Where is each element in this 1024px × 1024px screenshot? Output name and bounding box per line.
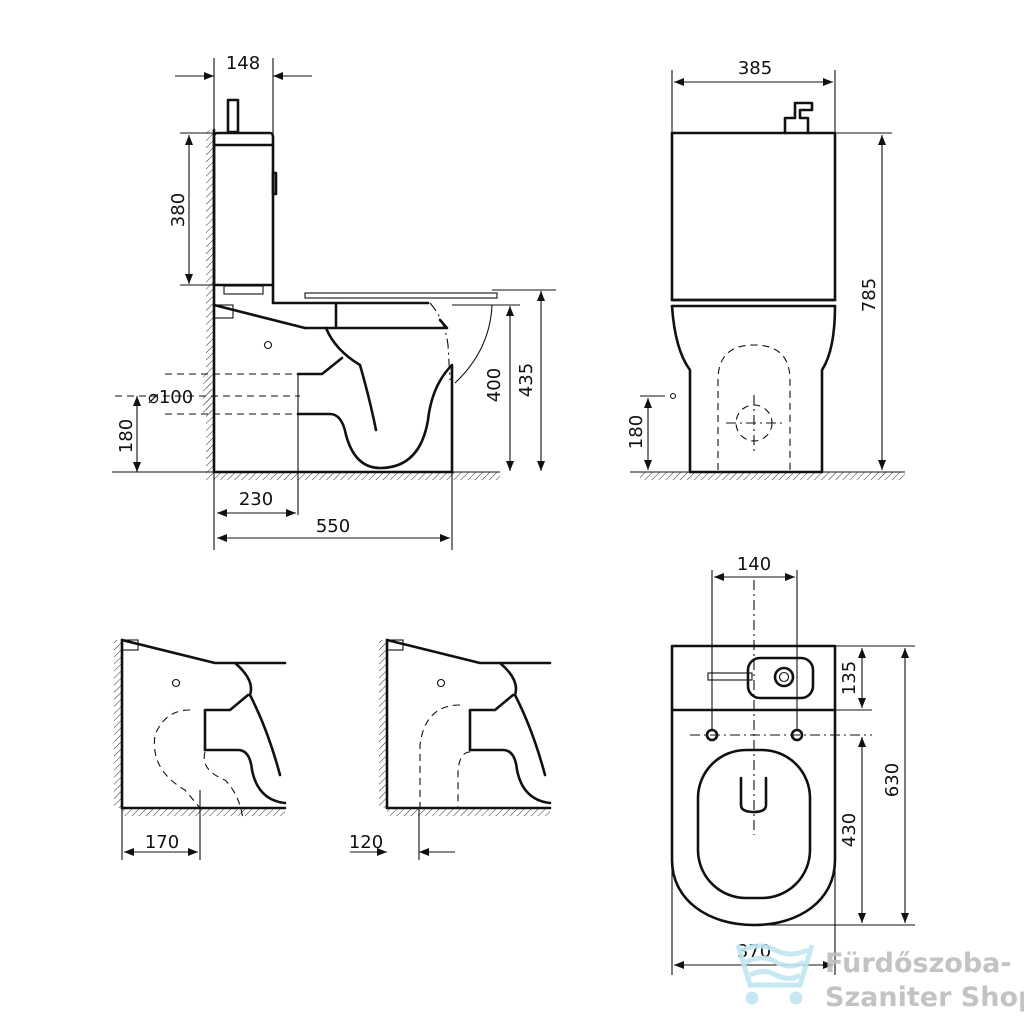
dim-430: 430 — [839, 813, 860, 847]
dim-230: 230 — [239, 489, 273, 510]
dim-400: 400 — [484, 368, 505, 402]
dim-135: 135 — [839, 661, 860, 695]
dim-785: 785 — [859, 278, 880, 312]
dim-380: 380 — [168, 193, 189, 227]
pipe-wall-hatch — [203, 374, 211, 414]
dim-148: 148 — [226, 53, 260, 74]
dim-140: 140 — [737, 554, 771, 575]
dim-170: 170 — [145, 832, 179, 853]
dim-diameter-100: ⌀100 — [148, 387, 193, 408]
front-view: 385 785 180 — [626, 58, 905, 480]
faucet-icon — [783, 101, 814, 135]
watermark: Fürdőszoba- Szaniter Shop — [735, 943, 1024, 1013]
dim-385: 385 — [738, 58, 772, 79]
hand-basin — [746, 656, 815, 700]
side-view: 148 380 ⌀100 180 400 435 230 550 — [112, 53, 556, 550]
wall-hatch — [206, 130, 214, 472]
cistern — [212, 98, 430, 305]
dim-630: 630 — [882, 763, 903, 797]
cart-wave-icon — [735, 943, 815, 1005]
watermark-line1: Fürdőszoba- — [825, 948, 1012, 979]
dim-120: 120 — [349, 832, 383, 853]
fixing-hole — [263, 340, 273, 350]
top-view: 140 135 630 430 370 — [670, 554, 915, 975]
dim-180-front: 180 — [626, 415, 647, 449]
dim-550: 550 — [316, 516, 350, 537]
outlet-view-170: 170 — [114, 638, 287, 860]
watermark-line2: Szaniter Shop — [825, 982, 1024, 1013]
outlet-view-120: 120 — [349, 638, 552, 860]
floor-hatch — [206, 472, 500, 480]
dim-435: 435 — [516, 363, 537, 397]
seat-lid — [304, 292, 498, 299]
dim-180-side: 180 — [116, 419, 137, 453]
